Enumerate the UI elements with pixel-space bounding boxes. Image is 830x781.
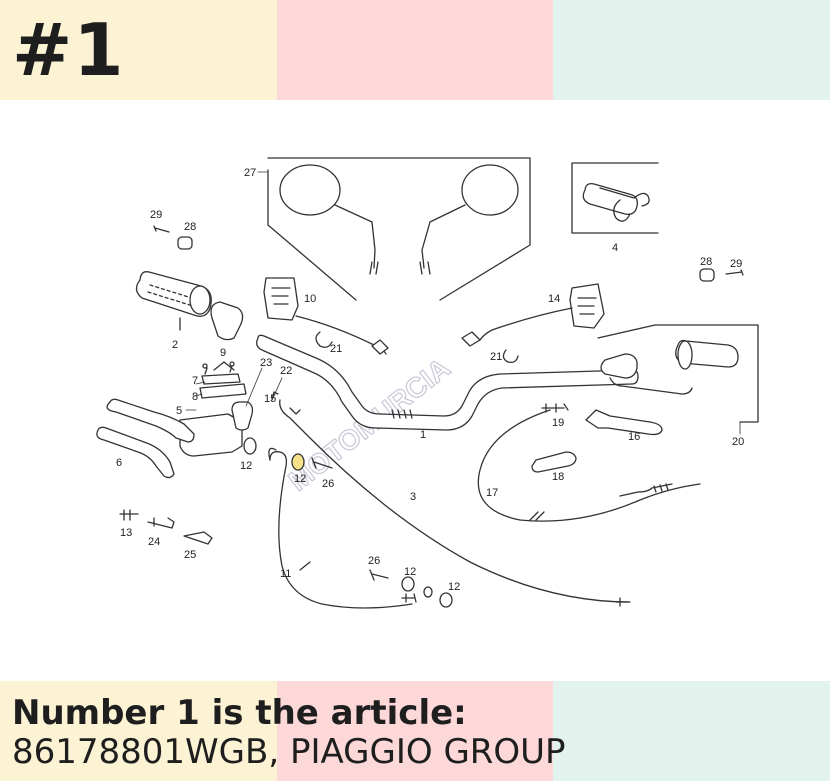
bar-end-right <box>699 268 744 282</box>
lever-6 <box>96 426 175 479</box>
header-band-yellow <box>0 0 277 100</box>
label-29b: 29 <box>730 258 742 270</box>
label-27: 27 <box>244 167 256 179</box>
throttle-cable <box>271 391 631 607</box>
label-18: 18 <box>552 471 564 483</box>
footer-band-yellow <box>0 681 277 781</box>
header-band <box>0 0 830 100</box>
label-1: 1 <box>420 429 426 441</box>
label-13: 13 <box>120 527 132 539</box>
label-20: 20 <box>732 436 744 448</box>
bar-end-left <box>153 225 193 250</box>
label-12b: 12 <box>294 473 306 485</box>
washer-12d <box>439 592 453 608</box>
label-21a: 21 <box>330 343 342 355</box>
part-24 <box>147 517 175 529</box>
label-6: 6 <box>116 457 122 469</box>
adjuster-18 <box>531 451 577 473</box>
bolt-26a <box>311 457 333 469</box>
footer-band-green <box>553 681 830 781</box>
adjuster-19 <box>541 403 569 413</box>
leader-lines <box>185 171 741 435</box>
label-29a: 29 <box>150 209 162 221</box>
label-14: 14 <box>548 293 560 305</box>
label-12c: 12 <box>404 566 416 578</box>
label-23: 23 <box>260 357 272 369</box>
label-8: 8 <box>192 391 198 403</box>
clutch-cable <box>477 409 701 522</box>
label-12a: 12 <box>240 460 252 472</box>
label-16: 16 <box>628 431 640 443</box>
left-switch <box>263 277 389 355</box>
lever-5 <box>106 398 195 443</box>
label-26a: 26 <box>322 478 334 490</box>
label-25: 25 <box>184 549 196 561</box>
handlebar <box>256 334 639 431</box>
label-26b: 26 <box>368 555 380 567</box>
part-25 <box>183 531 213 545</box>
label-10: 10 <box>304 293 316 305</box>
spare-grips <box>571 162 659 234</box>
footer-band-pink <box>276 681 554 781</box>
part-labels: 1 2 3 4 5 6 7 8 9 10 11 12 12 12 12 13 1… <box>116 167 744 593</box>
label-24: 24 <box>148 536 160 548</box>
header-band-pink <box>276 0 554 100</box>
article-number: 86178801WGB, PIAGGIO GROUP <box>12 732 566 772</box>
lever-16 <box>585 409 663 436</box>
right-lever-assembly <box>597 324 759 423</box>
footer-band <box>0 681 830 781</box>
header-band-green <box>553 0 830 100</box>
label-22: 22 <box>280 365 292 377</box>
mirror-group <box>267 157 531 301</box>
brake-hose <box>268 447 417 609</box>
washer-12a <box>243 437 257 455</box>
label-19: 19 <box>552 417 564 429</box>
label-11: 11 <box>280 568 291 580</box>
bolt-26b <box>369 569 389 581</box>
cover-screws <box>213 361 235 371</box>
label-28a: 28 <box>184 221 196 233</box>
label-2: 2 <box>172 339 178 351</box>
label-3: 3 <box>410 491 416 503</box>
washer-12c <box>401 576 415 592</box>
label-7: 7 <box>192 375 198 387</box>
item-number: #1 <box>12 8 125 92</box>
label-9: 9 <box>220 347 226 359</box>
exploded-parts-diagram: MOTOMURCIA <box>96 157 759 609</box>
label-17: 17 <box>486 487 498 499</box>
right-switch <box>461 283 605 364</box>
part-13 <box>119 509 139 521</box>
label-12d: 12 <box>448 581 460 593</box>
left-grip <box>135 271 244 341</box>
washer-12e <box>423 586 433 598</box>
label-4: 4 <box>612 242 618 254</box>
label-15: 15 <box>264 393 276 405</box>
label-5: 5 <box>176 405 182 417</box>
caption-title: Number 1 is the article: <box>12 693 467 733</box>
washer-12b-highlight <box>291 453 305 471</box>
master-cylinder <box>179 361 254 457</box>
label-21b: 21 <box>490 351 502 363</box>
label-28b: 28 <box>700 256 712 268</box>
